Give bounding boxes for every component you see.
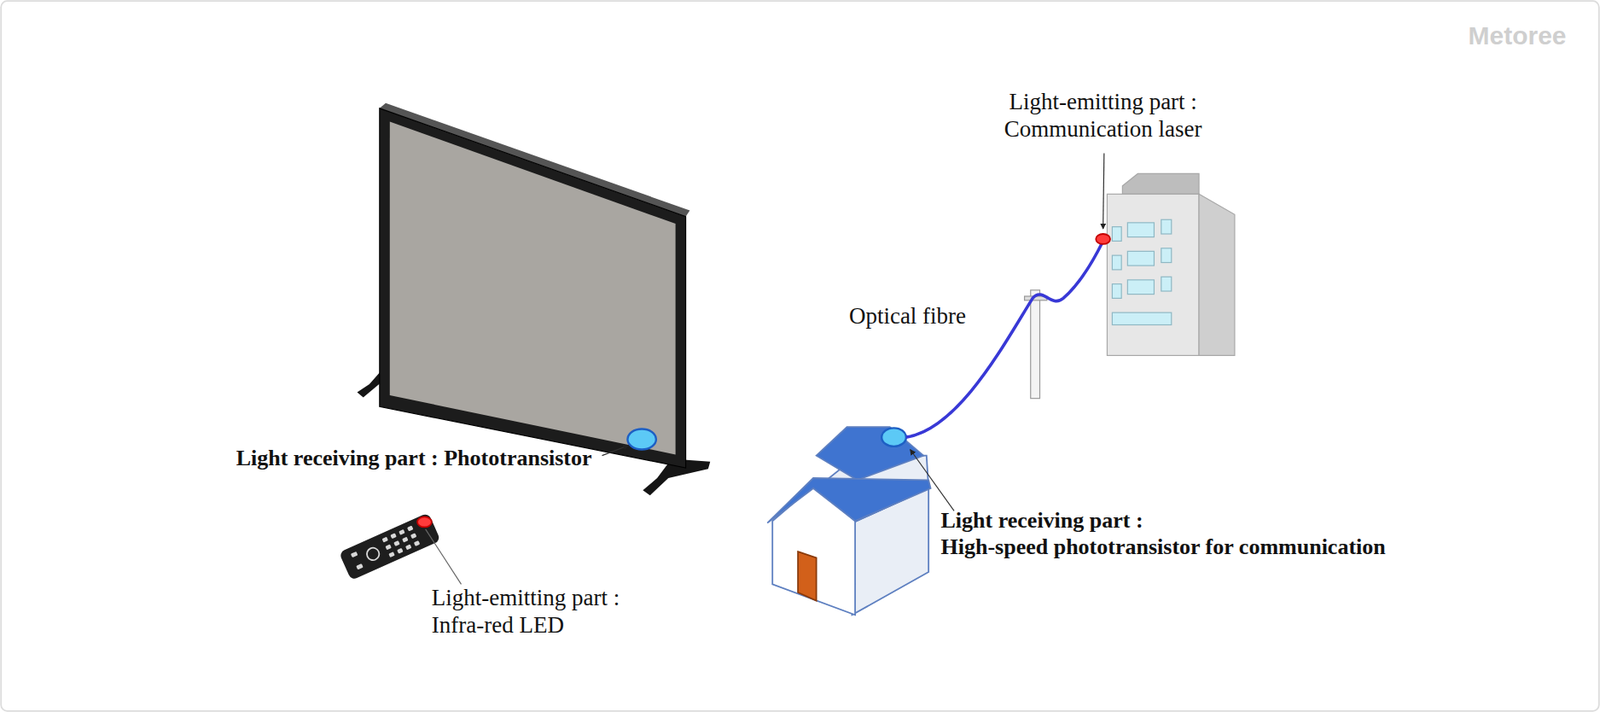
phototransistor xyxy=(627,429,656,450)
high-speed-phototransistor xyxy=(881,427,907,447)
label-line: Infra-red LED xyxy=(431,610,620,639)
part-label: Light receiving part : High-speed photot… xyxy=(941,506,1386,560)
part-label: Optical fibre xyxy=(849,302,966,330)
leader-line xyxy=(910,448,955,511)
leader-line xyxy=(1103,152,1105,229)
optical-fibre xyxy=(906,243,1103,437)
part-label: Light-emitting part : Infra-red LED xyxy=(431,583,620,640)
leader-line xyxy=(425,529,462,585)
watermark: Metoree xyxy=(1467,20,1566,52)
leader-line xyxy=(602,445,629,456)
communication-laser xyxy=(1095,233,1111,245)
label-line: High-speed phototransistor for communica… xyxy=(941,533,1386,560)
remote-control xyxy=(338,512,441,581)
label-line: Light-emitting part : xyxy=(1004,87,1203,116)
label-line: Light receiving part : xyxy=(941,506,1386,534)
label-line: Light-emitting part : xyxy=(431,583,620,611)
infrared-led xyxy=(417,516,432,527)
label-line: Communication laser xyxy=(1004,115,1203,143)
building xyxy=(1106,173,1234,355)
television xyxy=(357,103,711,495)
part-label: Light receiving part : Phototransistor xyxy=(236,444,593,472)
part-label: Light-emitting part : Communication lase… xyxy=(1004,87,1203,144)
house xyxy=(767,426,931,615)
